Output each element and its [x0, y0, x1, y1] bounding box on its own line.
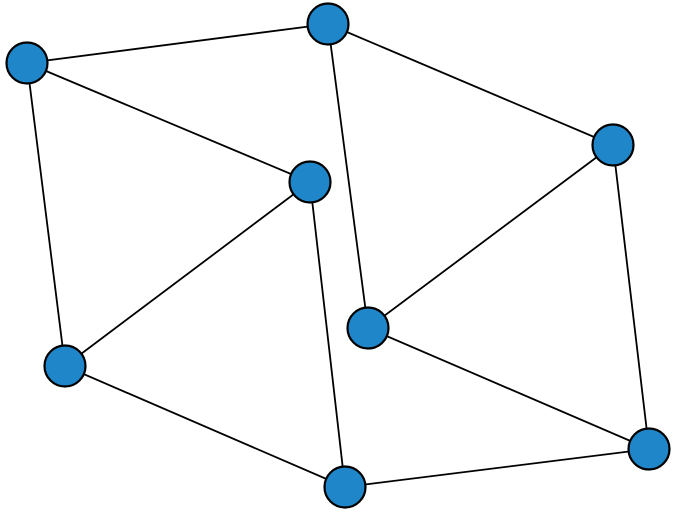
graph-node-circle[interactable]	[346, 306, 390, 350]
graph-node-circle[interactable]	[288, 160, 332, 204]
graph-edge	[327, 23, 369, 329]
node-layer	[5, 2, 671, 509]
graph-node[interactable]	[288, 160, 332, 204]
graph-node-circle[interactable]	[5, 41, 49, 85]
graph-edge	[26, 62, 66, 367]
graph-node-circle[interactable]	[43, 344, 87, 388]
graph-node-circle[interactable]	[591, 123, 635, 167]
edge-layer	[26, 23, 650, 488]
graph-node[interactable]	[591, 123, 635, 167]
graph-edge	[367, 144, 614, 329]
graph-node-circle[interactable]	[306, 2, 350, 46]
graph-node[interactable]	[5, 41, 49, 85]
graph-edge	[344, 448, 650, 488]
graph-node[interactable]	[323, 465, 367, 509]
graph-node[interactable]	[43, 344, 87, 388]
graph-edge	[26, 23, 329, 64]
graph-node[interactable]	[306, 2, 350, 46]
graph-edge	[64, 365, 346, 488]
graph-edge	[64, 181, 311, 367]
graph-edge	[327, 23, 614, 146]
graph-node[interactable]	[627, 427, 671, 471]
graph-node-circle[interactable]	[627, 427, 671, 471]
graph-edge	[612, 144, 650, 450]
graph-edge	[367, 327, 650, 450]
graph-edge	[309, 181, 346, 488]
graph-node[interactable]	[346, 306, 390, 350]
graph-node-circle[interactable]	[323, 465, 367, 509]
graph-edge	[26, 62, 311, 183]
